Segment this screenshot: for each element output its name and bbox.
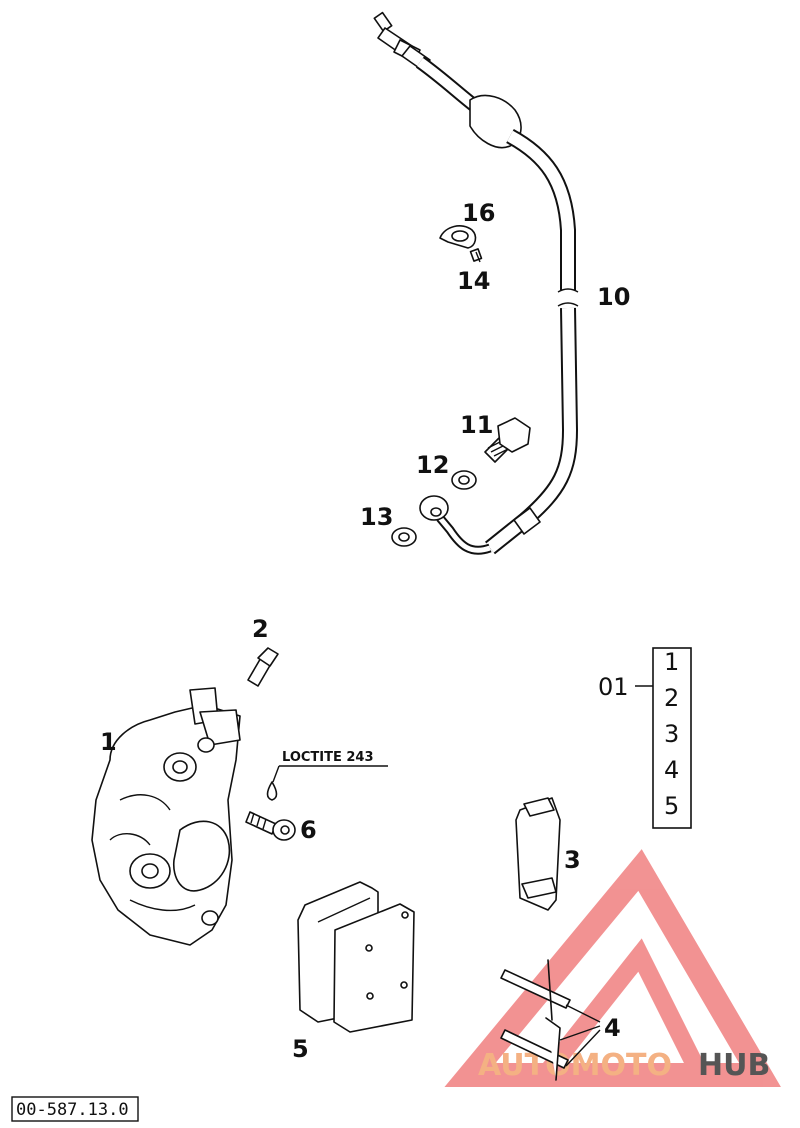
- callout-6: 6: [300, 816, 317, 844]
- callout-12: 12: [416, 451, 449, 479]
- callout-13: 13: [360, 503, 393, 531]
- watermark-text-auto: AUTOMOTO: [478, 1048, 672, 1083]
- brake-pads: [297, 881, 415, 1033]
- callout-16: 16: [462, 199, 495, 227]
- callout-14: 14: [457, 267, 490, 295]
- callout-5: 5: [292, 1035, 309, 1063]
- loctite-note: LOCTITE 243: [282, 750, 374, 765]
- reference-code-box: 00-587.13.0: [11, 1096, 139, 1122]
- loctite-drop: [266, 781, 278, 801]
- callout-4: 4: [604, 1014, 621, 1042]
- callout-1: 1: [100, 728, 117, 756]
- callout-10: 10: [597, 283, 630, 311]
- kit-item: 5: [664, 792, 679, 820]
- pad-spring: [515, 797, 561, 911]
- washer-upper: [451, 470, 477, 490]
- callout-3: 3: [564, 846, 581, 874]
- caliper-screw: [245, 811, 296, 841]
- bleed-valve: [247, 647, 279, 687]
- kit-label: 01: [598, 673, 629, 701]
- kit-item: 3: [664, 720, 679, 748]
- kit-box: 01 1 2 3 4 5: [598, 647, 692, 829]
- watermark-text-hub: HUB: [698, 1048, 770, 1083]
- hose-clip: [439, 225, 477, 249]
- brake-line: [373, 11, 579, 555]
- kit-item: 4: [664, 756, 679, 784]
- banjo-bolt: [484, 417, 531, 463]
- reference-code: 00-587.13.0: [16, 1100, 129, 1120]
- callout-11: 11: [460, 411, 493, 439]
- brake-caliper: [91, 687, 241, 946]
- small-screw: [469, 248, 483, 263]
- watermark-logo: [444, 849, 781, 1087]
- kit-item: 2: [664, 684, 679, 712]
- washer-lower: [391, 527, 417, 547]
- kit-item: 1: [664, 648, 679, 676]
- pad-pins: [500, 959, 571, 1081]
- callout-2: 2: [252, 615, 269, 643]
